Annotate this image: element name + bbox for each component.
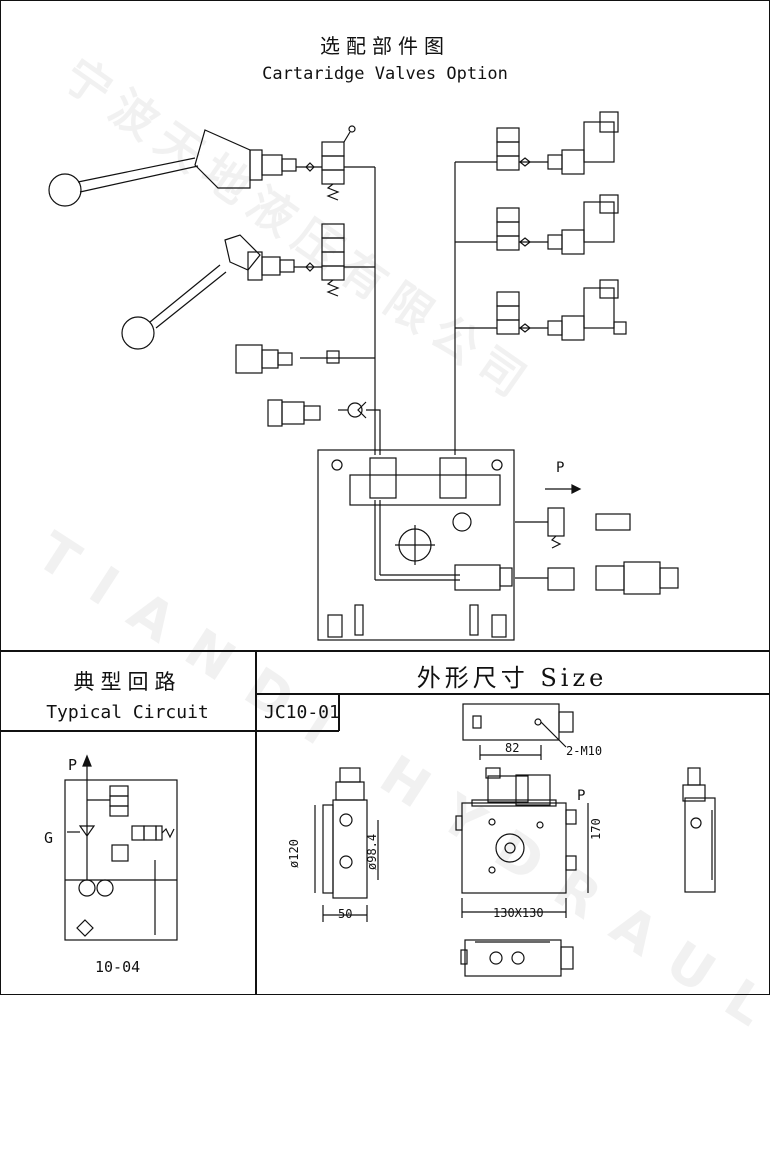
front-view: 130X130 P 170: [455, 767, 603, 920]
circuit-port-p: P: [68, 756, 77, 774]
size-header-divider: [255, 693, 770, 695]
solenoid-valve-2: [455, 194, 619, 255]
lever-valve-1: [48, 129, 297, 207]
side-view-left: ø120 ø98.4 50: [287, 767, 379, 922]
page-title-en: Cartaridge Valves Option: [262, 64, 508, 84]
solenoid-valve-1: [455, 111, 619, 175]
check-valve: [267, 399, 381, 455]
size-title: 外形尺寸 Size: [416, 664, 608, 692]
circuit-port-g: G: [44, 829, 53, 847]
dim-98: ø98.4: [365, 834, 379, 870]
typical-circuit-title-cn: 典型回路: [73, 670, 182, 694]
pressure-switch: [547, 561, 679, 595]
typical-circuit-title-en: Typical Circuit: [46, 702, 209, 723]
bottom-view: [460, 939, 574, 977]
solenoid-valve-3: [455, 279, 627, 341]
technical-drawing: P P G: [44, 111, 716, 977]
valve-symbol-2: [294, 223, 375, 297]
page-title-cn: 选配部件图: [320, 34, 450, 58]
dim-m10: 2-M10: [566, 744, 602, 758]
valve-symbol-1: [296, 125, 375, 201]
model-number: JC10-01: [264, 702, 340, 723]
plug-valve: [235, 344, 375, 374]
port-p-label: P: [556, 460, 564, 476]
lever-valve-2: [121, 234, 295, 350]
pressure-arrow: P: [545, 460, 582, 494]
dim-82: 82: [505, 741, 519, 755]
model-box-right: [338, 693, 340, 731]
circuit-code: 10-04: [95, 958, 141, 976]
dim-130: 130X130: [493, 906, 544, 920]
dim-50: 50: [338, 907, 352, 921]
manifold-block: [317, 449, 548, 641]
circuit-header-divider: [0, 730, 256, 732]
model-box-bottom: [255, 730, 339, 732]
top-view: 82 2-M10: [462, 703, 602, 760]
column-divider: [255, 650, 257, 995]
dim-120: ø120: [287, 839, 301, 868]
dim-170: 170: [589, 818, 603, 840]
section-divider: [0, 650, 770, 652]
side-view-right: [682, 767, 716, 893]
front-port-p: P: [577, 788, 585, 804]
circuit-diagram: P G: [44, 754, 178, 941]
relief-valve-symbol: [547, 507, 631, 549]
